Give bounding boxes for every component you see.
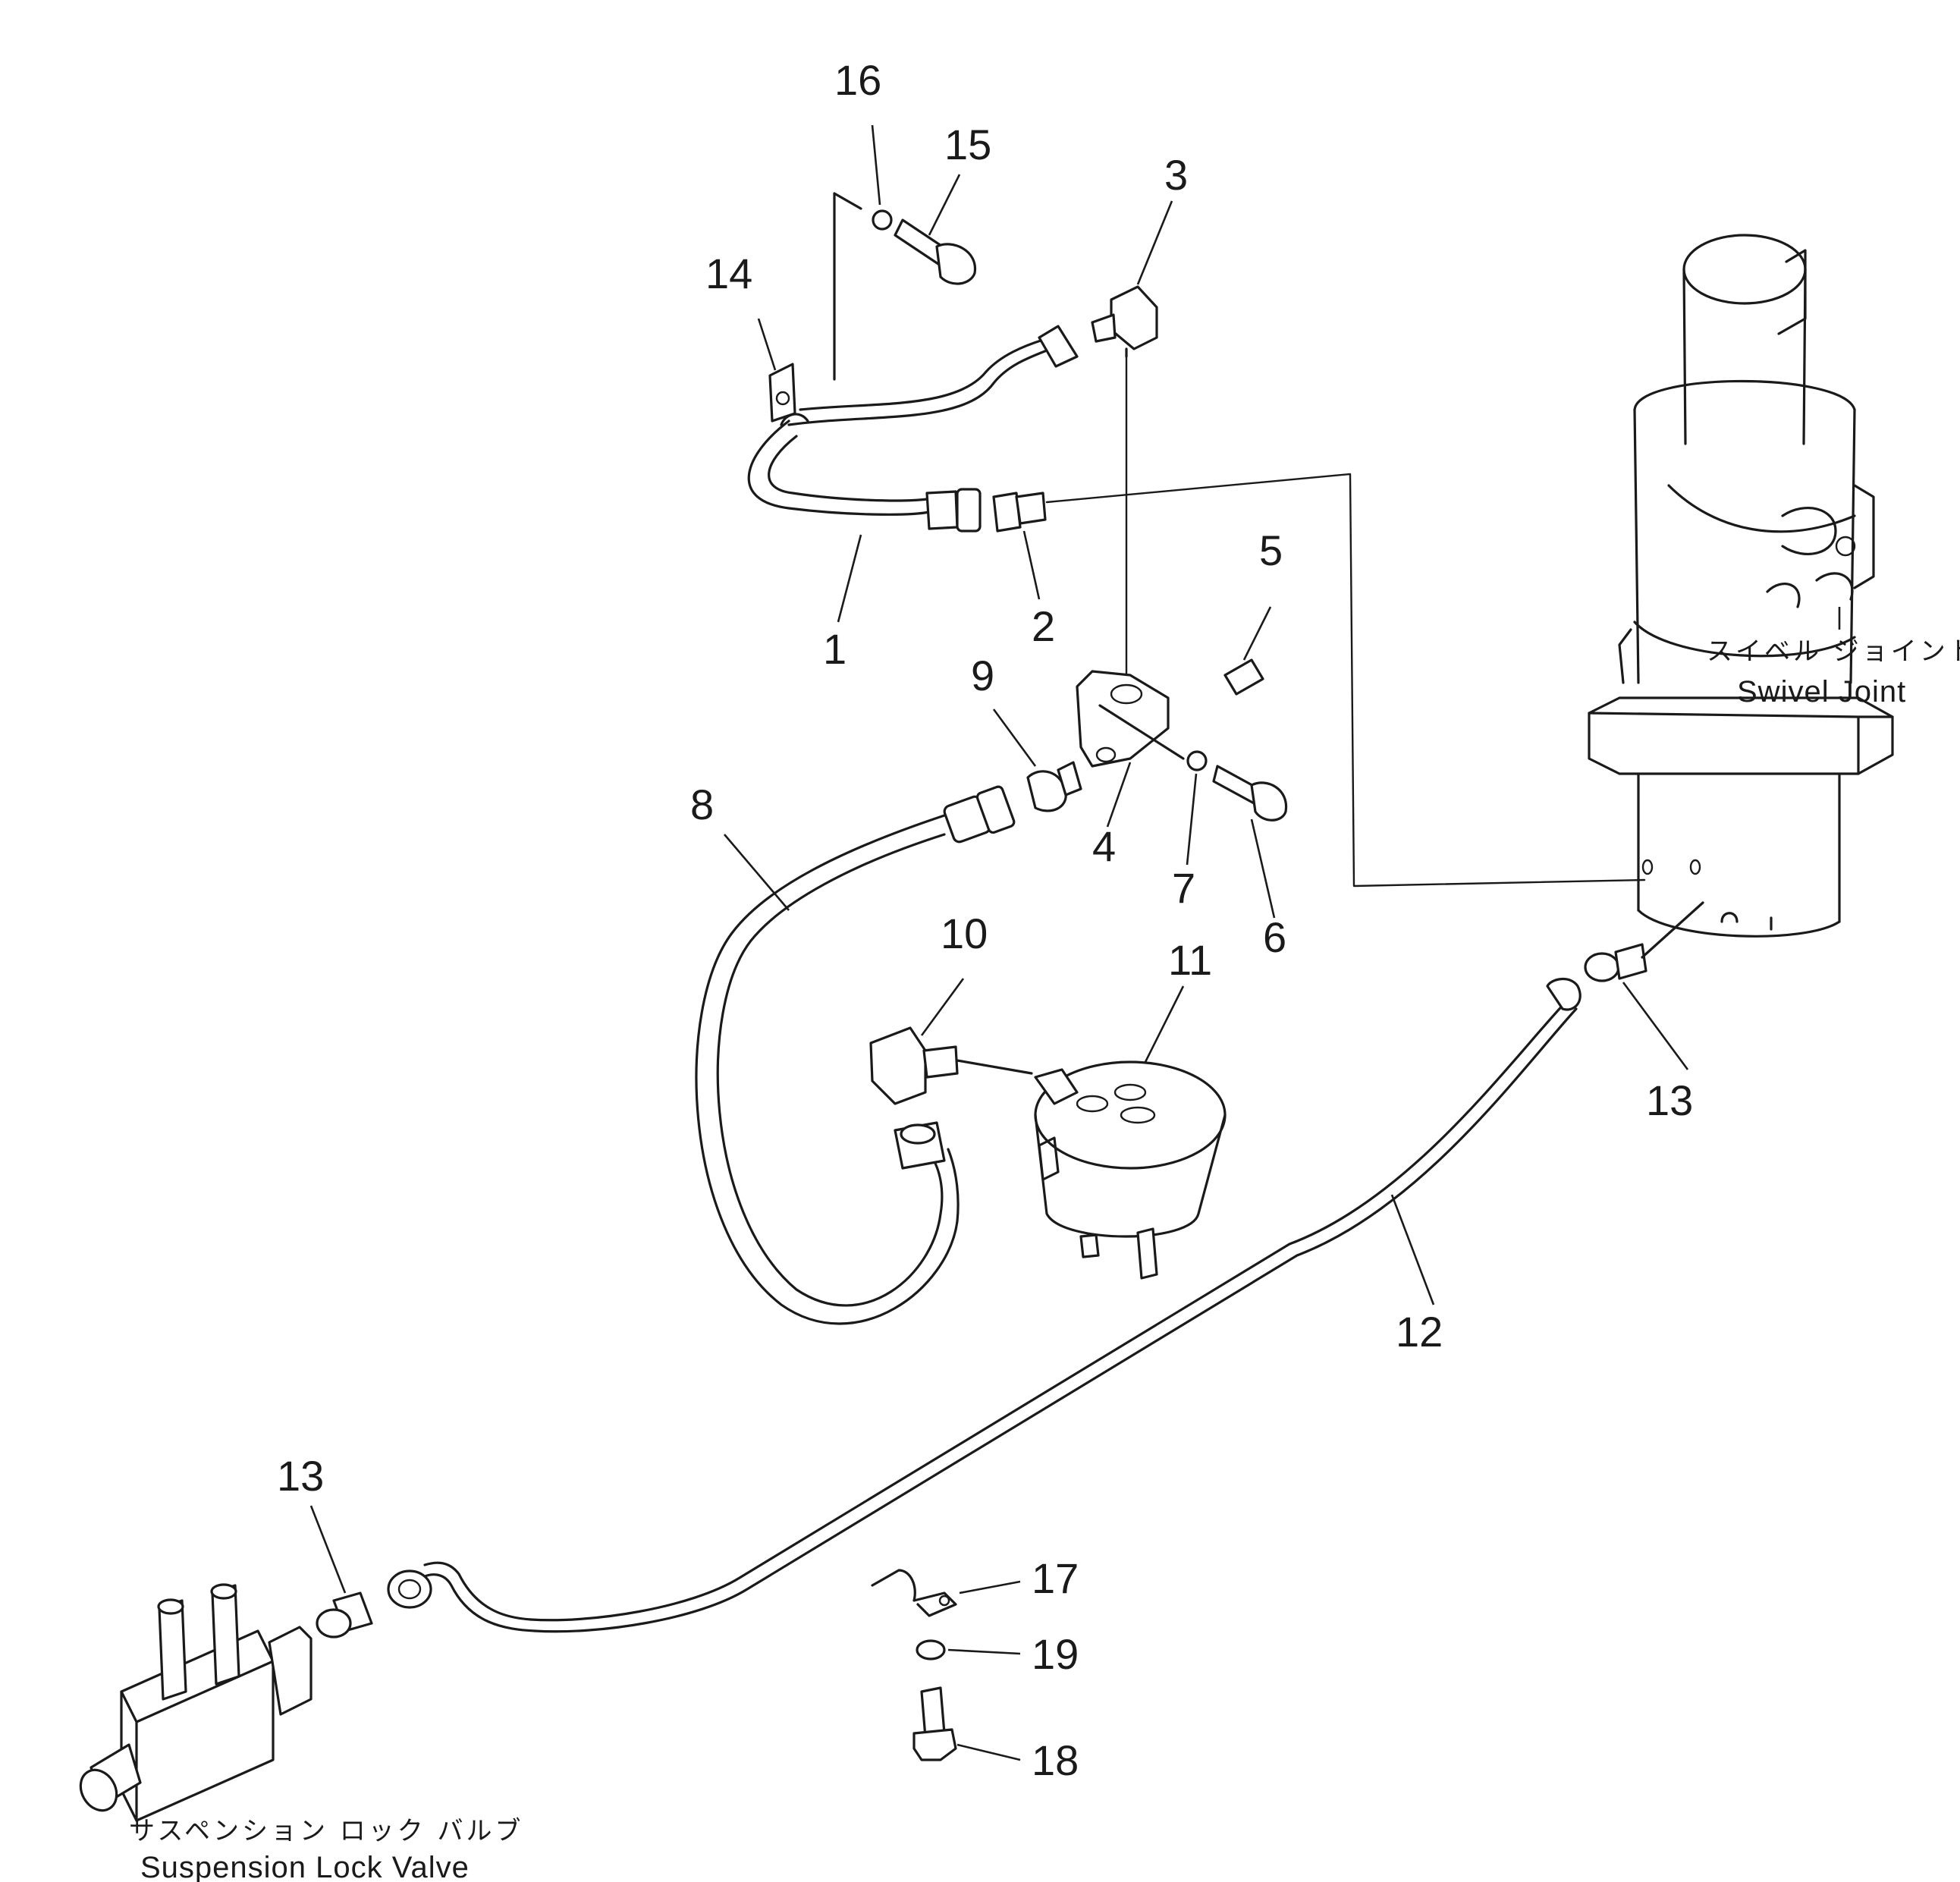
swivel-joint: [1588, 234, 1894, 938]
leader-lines: [309, 124, 1841, 1761]
callout-17: 17: [1032, 1554, 1079, 1602]
bracket: [768, 363, 796, 423]
bolt-15: [894, 218, 976, 285]
adaptor-13-upper: [1584, 901, 1704, 982]
adaptor-9: [1026, 761, 1082, 812]
callout-13-lower: 13: [277, 1452, 324, 1500]
callout-3: 3: [1164, 151, 1188, 199]
callout-5: 5: [1259, 526, 1283, 574]
clip-17: [871, 1569, 957, 1617]
callout-15: 15: [944, 121, 991, 168]
callout-10: 10: [941, 910, 988, 957]
callout-13-upper: 13: [1646, 1076, 1693, 1124]
callout-6: 6: [1263, 913, 1286, 961]
callout-7: 7: [1172, 864, 1195, 912]
callout-12: 12: [1396, 1308, 1443, 1356]
callout-9: 9: [971, 652, 994, 699]
callout-19: 19: [1032, 1630, 1079, 1678]
callout-1: 1: [823, 625, 847, 673]
adaptor-13-lower: [316, 1591, 373, 1639]
callout-14: 14: [705, 250, 752, 297]
bolt-18: [912, 1686, 957, 1761]
suspension-lock-valve-label-en: Suspension Lock Valve: [140, 1851, 470, 1882]
washer-19: [916, 1639, 946, 1660]
callout-18: 18: [1032, 1736, 1079, 1784]
hose-8: [695, 785, 1016, 1325]
adaptor-2: [992, 492, 1047, 533]
elbow-10: [869, 1026, 1033, 1105]
suspension-lock-valve: [79, 1583, 313, 1822]
swivel-joint-label-jp: スイベル ジョイント: [1707, 636, 1960, 667]
callout-2: 2: [1032, 602, 1055, 650]
callout-16: 16: [834, 56, 881, 104]
captions: スイベル ジョイント Swivel Joint サスペンション ロック バルブ …: [129, 636, 1960, 1882]
callout-8: 8: [690, 781, 714, 828]
connection-lines: [1045, 355, 1646, 888]
suspension-lock-valve-label-jp: サスペンション ロック バルブ: [129, 1816, 524, 1846]
bolt-6: [1212, 765, 1288, 822]
washer-16: [833, 192, 893, 381]
callout-numbers: 16 15 14 3 1 2 5 9 8 4 7 6 10 11 13 12 1…: [277, 56, 1693, 1784]
tank-11: [1034, 1060, 1227, 1280]
plug-5: [1223, 658, 1264, 696]
swivel-joint-label-en: Swivel Joint: [1737, 675, 1906, 708]
block-4: [1076, 670, 1185, 768]
hose-1: [747, 325, 1079, 533]
tube-12: [387, 978, 1582, 1633]
washer-7: [1186, 750, 1208, 771]
callout-11: 11: [1168, 936, 1212, 984]
elbow-3: [1091, 285, 1158, 358]
callout-4: 4: [1092, 822, 1116, 870]
